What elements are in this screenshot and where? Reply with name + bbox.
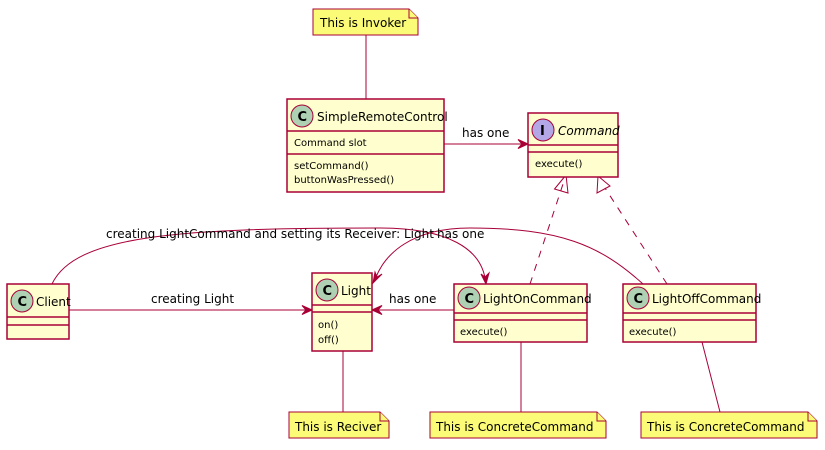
stereotype-letter: C — [634, 292, 644, 307]
class-light-off-command: C LightOffCommand execute() — [622, 283, 761, 343]
class-stereotype-icon — [626, 286, 650, 310]
class-method: off() — [318, 335, 339, 346]
class-client: C Client — [6, 283, 71, 340]
arrowhead-lightoff-light — [372, 270, 383, 285]
label-off-has-light: has one — [437, 227, 484, 241]
invoker-note-connector — [355, 34, 367, 99]
note-receiver: This is Reciver — [288, 411, 390, 439]
class-name: LightOnCommand — [483, 292, 592, 306]
class-name: Client — [36, 295, 71, 309]
stereotype-letter: C — [323, 284, 333, 299]
interface-stereotype-icon — [531, 118, 555, 142]
class-method: execute() — [535, 159, 583, 170]
stereotype-letter: I — [540, 124, 545, 139]
note-concrete-on: This is ConcreteCommand — [429, 411, 607, 439]
interface-command: I Command execute() — [527, 112, 620, 178]
stereotype-letter: C — [465, 292, 475, 307]
class-field: Command slot — [294, 138, 367, 149]
class-stereotype-icon — [457, 286, 481, 310]
stereotype-letter: C — [298, 110, 308, 125]
class-method: execute() — [629, 327, 677, 338]
edge-off-realizes-command — [604, 187, 668, 285]
realization-head-on — [553, 173, 569, 194]
class-method: execute() — [460, 327, 508, 338]
label-remote-has-command: has one — [462, 126, 509, 140]
arrowhead-client-lightoncommand — [480, 271, 490, 286]
class-name: LightOffCommand — [652, 292, 761, 306]
class-light: C Light on() off() — [311, 272, 373, 352]
note-concrete-on-text: This is ConcreteCommand — [435, 420, 593, 434]
class-stereotype-icon — [290, 104, 314, 128]
label-on-has-light: has one — [389, 292, 436, 306]
note-concrete-off: This is ConcreteCommand — [640, 411, 818, 439]
concrete-off-note-connector — [701, 341, 721, 413]
label-client-creates-command: creating LightCommand and setting its Re… — [106, 227, 434, 241]
class-name: SimpleRemoteControl — [317, 110, 448, 124]
stereotype-letter: C — [18, 295, 28, 310]
label-client-creates-light: creating Light — [151, 292, 234, 306]
class-name: Light — [341, 284, 371, 298]
arrowhead-lighton-light — [370, 305, 383, 315]
realization-head-off — [596, 174, 611, 194]
edge-lightoff-light — [375, 227, 644, 285]
arrowhead-client-light — [301, 305, 314, 315]
class-method: buttonWasPressed() — [294, 175, 394, 186]
class-method: setCommand() — [294, 161, 369, 172]
class-method: on() — [318, 320, 338, 331]
arrowhead-remote-command — [517, 139, 530, 149]
class-stereotype-icon — [10, 289, 34, 313]
interface-name: Command — [558, 124, 620, 138]
note-concrete-off-text: This is ConcreteCommand — [646, 420, 804, 434]
note-receiver-text: This is Reciver — [294, 420, 381, 434]
edge-client-lightoncommand — [51, 227, 486, 285]
class-stereotype-icon — [315, 278, 339, 302]
class-light-on-command: C LightOnCommand execute() — [453, 283, 592, 343]
edge-on-realizes-command — [529, 183, 564, 285]
note-invoker: This is Invoker — [312, 8, 419, 36]
note-invoker-text: This is Invoker — [319, 16, 406, 30]
class-simple-remote-control: C SimpleRemoteControl Command slot setCo… — [286, 98, 448, 193]
